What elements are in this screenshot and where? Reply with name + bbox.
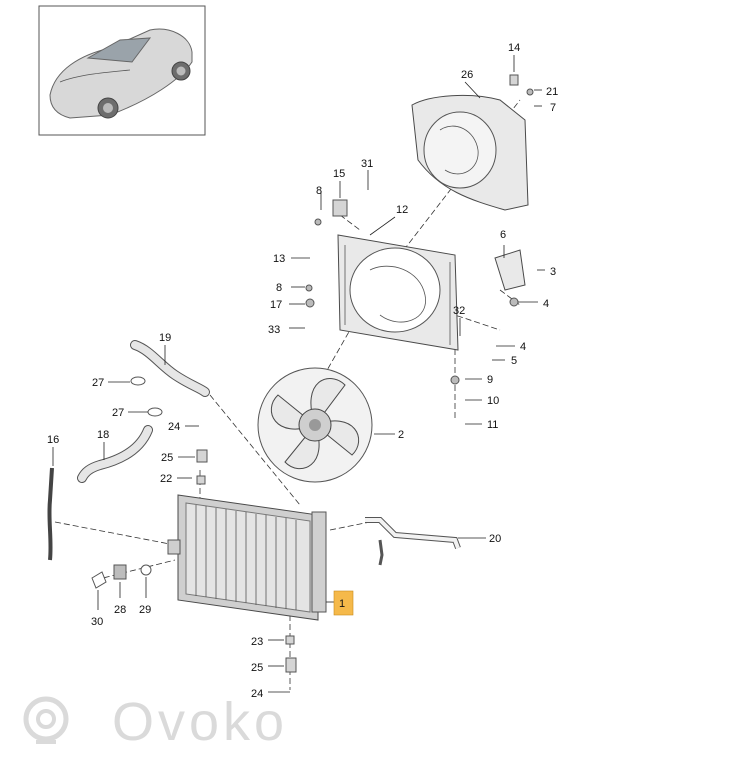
callout-2: 2 <box>398 429 404 441</box>
callout-8-lower: 8 <box>276 282 282 294</box>
hose-16 <box>47 467 54 561</box>
callout-7: 7 <box>550 102 556 114</box>
callout-17: 17 <box>270 299 282 311</box>
callout-13: 13 <box>273 253 285 265</box>
leader-lines <box>52 55 545 693</box>
fan-wheel <box>257 367 373 483</box>
callout-19: 19 <box>159 332 171 344</box>
hose-19 <box>130 340 210 397</box>
callout-6: 6 <box>500 229 506 241</box>
callout-30: 30 <box>91 616 103 628</box>
radiator <box>167 494 327 621</box>
callout-18: 18 <box>97 429 109 441</box>
callout-3: 3 <box>550 266 556 278</box>
callout-20: 20 <box>489 533 501 545</box>
callout-12: 12 <box>396 204 408 216</box>
watermark: Ovoko <box>23 692 288 752</box>
callout-11: 11 <box>487 419 498 431</box>
pipe-20 <box>365 517 461 566</box>
watermark-text: Ovoko <box>112 692 288 752</box>
callout-31: 31 <box>361 158 373 170</box>
fan-housing <box>411 94 529 211</box>
fan-shroud <box>337 234 459 351</box>
callout-4-upper: 4 <box>543 298 549 310</box>
callout-5: 5 <box>511 355 517 367</box>
small-parts <box>91 74 534 673</box>
callout-24-upper: 24 <box>168 421 180 433</box>
callout-22: 22 <box>160 473 172 485</box>
callout-1: 1 <box>339 598 345 610</box>
callout-28: 28 <box>114 604 126 616</box>
callout-labels: 1 2 3 4 4 5 6 7 8 8 9 10 11 12 13 14 15 … <box>47 42 558 700</box>
callout-10: 10 <box>487 395 499 407</box>
callout-29: 29 <box>139 604 151 616</box>
callout-15: 15 <box>333 168 345 180</box>
callout-27-lower: 27 <box>112 407 124 419</box>
callout-8-upper: 8 <box>316 185 322 197</box>
callout-32: 32 <box>453 305 465 317</box>
callout-33: 33 <box>268 324 280 336</box>
hose-18 <box>77 425 153 483</box>
callout-26: 26 <box>461 69 473 81</box>
callout-14: 14 <box>508 42 520 54</box>
callout-4-lower: 4 <box>520 341 526 353</box>
callout-23: 23 <box>251 636 263 648</box>
callout-21: 21 <box>546 86 558 98</box>
callout-16: 16 <box>47 434 59 446</box>
car-thumbnail <box>38 5 206 136</box>
callout-1-highlight <box>333 590 354 616</box>
callout-9: 9 <box>487 374 493 386</box>
callout-27-upper: 27 <box>92 377 104 389</box>
callout-24-lower: 24 <box>251 688 263 700</box>
callout-25-upper: 25 <box>161 452 173 464</box>
callout-25-lower: 25 <box>251 662 263 674</box>
